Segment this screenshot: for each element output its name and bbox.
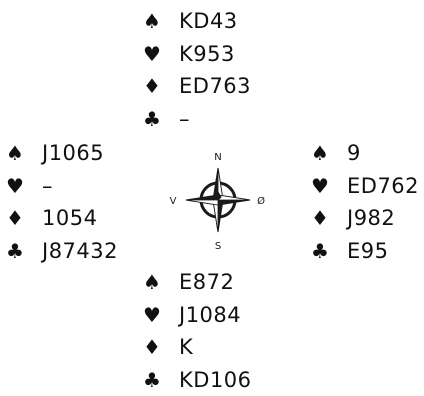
club-icon: ♣ bbox=[6, 235, 42, 268]
hearts-cards: ED762 bbox=[347, 174, 419, 198]
heart-icon: ♥ bbox=[143, 38, 179, 71]
hand-north: ♠KD43 ♥K953 ♦ED763 ♣– bbox=[143, 5, 251, 135]
hand-row-hearts: ♥K953 bbox=[143, 38, 251, 71]
spades-cards: KD43 bbox=[179, 9, 238, 33]
hand-east: ♠9 ♥ED762 ♦J982 ♣E95 bbox=[311, 137, 419, 267]
clubs-cards: KD106 bbox=[179, 368, 252, 392]
spade-icon: ♠ bbox=[143, 5, 179, 38]
clubs-cards: J87432 bbox=[42, 239, 118, 263]
hand-row-spades: ♠E872 bbox=[143, 266, 252, 299]
club-icon: ♣ bbox=[143, 103, 179, 136]
hand-row-diamonds: ♦K bbox=[143, 331, 252, 364]
clubs-cards: – bbox=[179, 107, 190, 131]
hand-row-clubs: ♣KD106 bbox=[143, 364, 252, 396]
hand-row-hearts: ♥J1084 bbox=[143, 299, 252, 332]
hand-row-diamonds: ♦1054 bbox=[6, 202, 118, 235]
hearts-cards: J1084 bbox=[179, 303, 241, 327]
spades-cards: E872 bbox=[179, 270, 234, 294]
hand-row-spades: ♠KD43 bbox=[143, 5, 251, 38]
hand-south: ♠E872 ♥J1084 ♦K ♣KD106 bbox=[143, 266, 252, 396]
hand-row-diamonds: ♦ED763 bbox=[143, 70, 251, 103]
clubs-cards: E95 bbox=[347, 239, 389, 263]
heart-icon: ♥ bbox=[143, 299, 179, 332]
hearts-cards: – bbox=[42, 174, 53, 198]
hand-row-hearts: ♥ED762 bbox=[311, 170, 419, 203]
heart-icon: ♥ bbox=[311, 170, 347, 203]
hand-row-spades: ♠J1065 bbox=[6, 137, 118, 170]
hand-row-clubs: ♣E95 bbox=[311, 235, 419, 268]
compass-west-label: V bbox=[170, 196, 177, 207]
spade-icon: ♠ bbox=[6, 137, 42, 170]
diamond-icon: ♦ bbox=[143, 331, 179, 364]
hand-row-spades: ♠9 bbox=[311, 137, 419, 170]
diamond-icon: ♦ bbox=[6, 202, 42, 235]
compass-rose-icon: N S V Ø bbox=[168, 145, 268, 255]
spade-icon: ♠ bbox=[143, 266, 179, 299]
compass-rose bbox=[186, 168, 250, 232]
hand-row-diamonds: ♦J982 bbox=[311, 202, 419, 235]
club-icon: ♣ bbox=[143, 364, 179, 396]
diamond-icon: ♦ bbox=[143, 70, 179, 103]
hand-row-hearts: ♥– bbox=[6, 170, 118, 203]
compass-south-label: S bbox=[215, 241, 221, 252]
heart-icon: ♥ bbox=[6, 170, 42, 203]
diamonds-cards: J982 bbox=[347, 206, 395, 230]
spades-cards: 9 bbox=[347, 141, 361, 165]
spade-icon: ♠ bbox=[311, 137, 347, 170]
hand-west: ♠J1065 ♥– ♦1054 ♣J87432 bbox=[6, 137, 118, 267]
club-icon: ♣ bbox=[311, 235, 347, 268]
spades-cards: J1065 bbox=[42, 141, 104, 165]
compass-north-label: N bbox=[214, 152, 221, 163]
diamond-icon: ♦ bbox=[311, 202, 347, 235]
hearts-cards: K953 bbox=[179, 42, 235, 66]
diamonds-cards: 1054 bbox=[42, 206, 97, 230]
diamonds-cards: K bbox=[179, 335, 193, 359]
diamonds-cards: ED763 bbox=[179, 74, 251, 98]
hand-row-clubs: ♣J87432 bbox=[6, 235, 118, 268]
hand-row-clubs: ♣– bbox=[143, 103, 251, 136]
compass-east-label: Ø bbox=[257, 195, 265, 207]
